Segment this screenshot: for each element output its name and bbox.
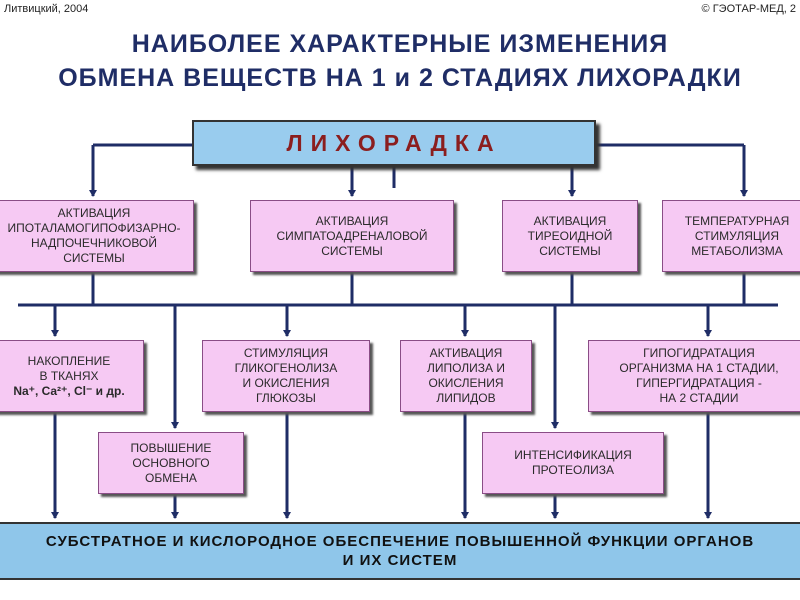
node-hypothalamic-activation: АКТИВАЦИЯ ИПОТАЛАМОГИПОФИЗАРНО- НАДПОЧЕЧ… — [0, 200, 194, 272]
node-thyroid-activation: АКТИВАЦИЯ ТИРЕОИДНОЙ СИСТЕМЫ — [502, 200, 638, 272]
node-ion-accumulation: НАКОПЛЕНИЕ В ТКАНЯХ Na⁺, Ca²⁺, Cl⁻ и др. — [0, 340, 144, 412]
result-node-substrate-supply: СУБСТРАТНОЕ И КИСЛОРОДНОЕ ОБЕСПЕЧЕНИЕ ПО… — [0, 522, 800, 580]
copyright-right: © ГЭОТАР-МЕД, 2 — [701, 3, 796, 15]
copyright-left: Литвицкий, 2004 — [4, 3, 89, 15]
node-lipolysis: АКТИВАЦИЯ ЛИПОЛИЗА И ОКИСЛЕНИЯ ЛИПИДОВ — [400, 340, 532, 412]
page-title-line2: ОБМЕНА ВЕЩЕСТВ НА 1 и 2 СТАДИЯХ ЛИХОРАДК… — [58, 64, 742, 92]
node-proteolysis: ИНТЕНСИФИКАЦИЯ ПРОТЕОЛИЗА — [482, 432, 664, 494]
root-node-fever: ЛИХОРАДКА — [192, 120, 596, 166]
node-hydration: ГИПОГИДРАТАЦИЯ ОРГАНИЗМА НА 1 СТАДИИ, ГИ… — [588, 340, 800, 412]
node-ion-accumulation-label: НАКОПЛЕНИЕ В ТКАНЯХ — [27, 353, 111, 383]
node-sympathoadrenal-activation: АКТИВАЦИЯ СИМПАТОАДРЕНАЛОВОЙ СИСТЕМЫ — [250, 200, 454, 272]
node-ion-list: Na⁺, Ca²⁺, Cl⁻ и др. — [13, 383, 125, 398]
page-title-line1: НАИБОЛЕЕ ХАРАКТЕРНЫЕ ИЗМЕНЕНИЯ — [131, 30, 669, 58]
node-basal-metabolism: ПОВЫШЕНИЕ ОСНОВНОГО ОБМЕНА — [98, 432, 244, 494]
node-temperature-stimulation: ТЕМПЕРАТУРНАЯ СТИМУЛЯЦИЯ МЕТАБОЛИЗМА — [662, 200, 800, 272]
node-glycogenolysis: СТИМУЛЯЦИЯ ГЛИКОГЕНОЛИЗА И ОКИСЛЕНИЯ ГЛЮ… — [202, 340, 370, 412]
